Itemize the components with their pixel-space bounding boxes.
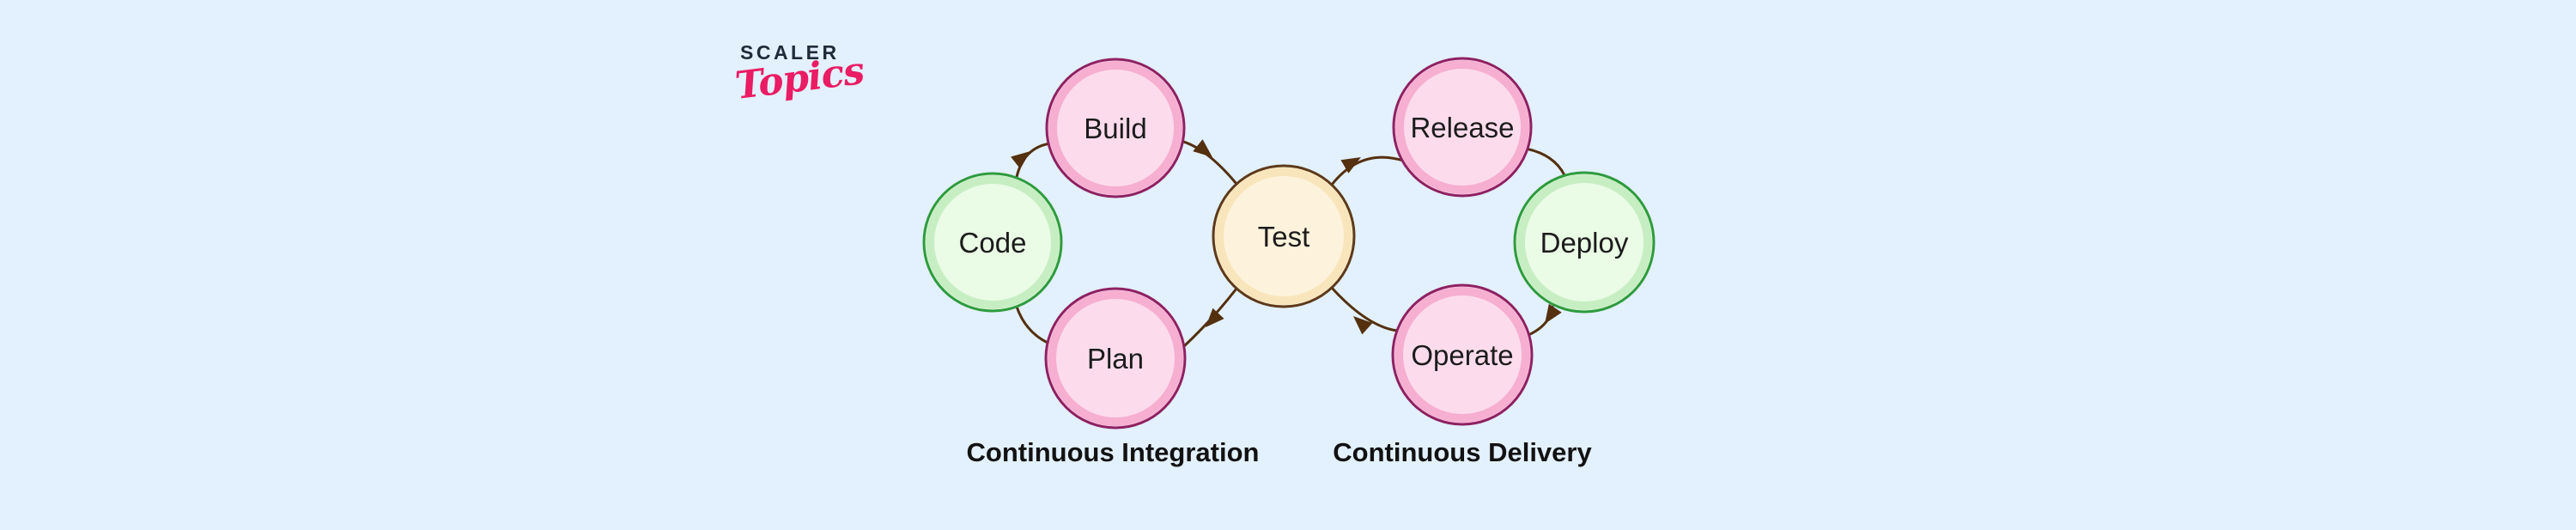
node-test-circle xyxy=(1212,164,1356,308)
node-release-ring xyxy=(1395,60,1529,194)
node-release-circle xyxy=(1392,57,1533,198)
node-operate: Operate xyxy=(1391,283,1534,426)
node-deploy-label: Deploy xyxy=(1540,227,1629,259)
edge-test-release xyxy=(1330,155,1404,186)
node-operate-ring xyxy=(1394,287,1530,423)
edge-build-test xyxy=(1180,139,1238,185)
caption-continuous-integration: Continuous Integration xyxy=(966,437,1260,467)
arrowhead-build-test xyxy=(1193,139,1212,157)
edge-plan-code xyxy=(1015,306,1048,344)
node-build-circle xyxy=(1045,58,1186,198)
edge-operate-test xyxy=(1330,286,1398,332)
arrowhead-deploy-operate xyxy=(1545,303,1562,324)
node-test-ring xyxy=(1215,168,1352,305)
logo-brand-text: SCALER xyxy=(740,41,840,64)
node-plan-label: Plan xyxy=(1087,343,1144,375)
node-code-circle xyxy=(922,172,1063,313)
node-build-label: Build xyxy=(1084,113,1146,144)
caption-continuous-delivery: Continuous Delivery xyxy=(1333,437,1592,467)
node-code-label: Code xyxy=(959,227,1027,259)
node-deploy: Deploy xyxy=(1513,171,1656,314)
node-code: Code xyxy=(922,172,1063,313)
node-deploy-ring xyxy=(1516,174,1652,310)
node-deploy-circle xyxy=(1513,171,1656,314)
node-code-ring xyxy=(926,175,1060,309)
node-build-ring xyxy=(1048,61,1182,195)
arrowhead-operate-test xyxy=(1353,316,1373,335)
node-test: Test xyxy=(1212,164,1356,308)
node-test-label: Test xyxy=(1258,221,1310,253)
node-operate-circle xyxy=(1391,283,1534,426)
node-release: Release xyxy=(1392,57,1533,198)
node-operate-label: Operate xyxy=(1411,339,1513,371)
edge-release-deploy xyxy=(1525,147,1566,176)
arrowhead-code-build xyxy=(1011,151,1030,169)
node-build: Build xyxy=(1045,58,1186,198)
arrow-heads xyxy=(1011,139,1562,335)
node-plan-circle xyxy=(1044,287,1187,429)
scaler-topics-logo: SCALER Topics xyxy=(732,41,878,108)
node-plan-ring xyxy=(1048,290,1183,426)
node-plan: Plan xyxy=(1044,287,1187,429)
node-release-label: Release xyxy=(1410,112,1514,143)
arrowhead-test-plan xyxy=(1206,308,1224,327)
arrowhead-test-release xyxy=(1340,157,1361,174)
